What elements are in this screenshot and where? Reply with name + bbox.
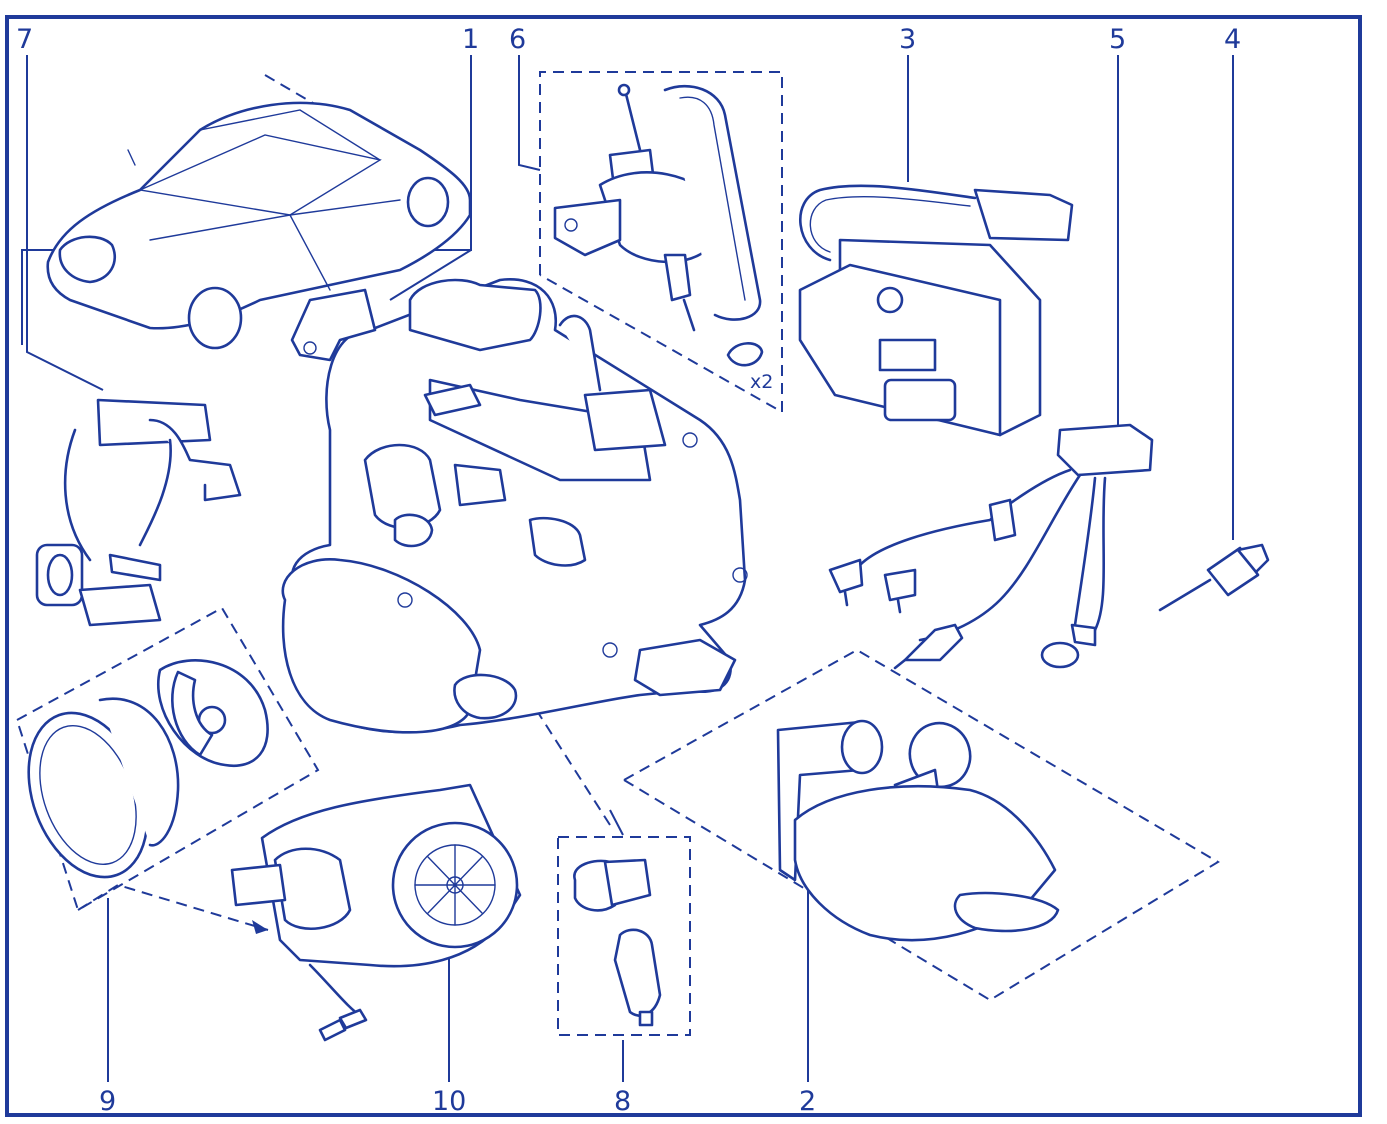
callout-1: 1 (462, 24, 479, 55)
callout-5: 5 (1109, 24, 1126, 55)
part-4-sensor (1158, 543, 1270, 612)
callout-3: 3 (899, 24, 916, 55)
part-8-fittings (573, 858, 662, 1027)
callout-8: 8 (614, 1086, 631, 1117)
callout-6: 6 (509, 24, 526, 55)
callout-labels: 7 1 6 3 5 4 9 10 8 2 (16, 24, 1241, 1117)
part-2-silencer (776, 719, 1060, 942)
callout-9: 9 (99, 1086, 116, 1117)
part-7-harness (35, 398, 242, 627)
callout-10: 10 (432, 1086, 466, 1117)
part-7-vehicle (46, 101, 472, 350)
callout-7: 7 (16, 24, 33, 55)
part-3-control-unit (798, 184, 1074, 437)
part-1-heater-unit (281, 278, 748, 734)
callout-2: 2 (799, 1086, 816, 1117)
part-10-blower (230, 783, 522, 1042)
part-6-fuel-pump: x2 (553, 83, 773, 393)
part-9-seals (27, 659, 269, 879)
diagram-frame (5, 15, 1362, 1117)
callout-4: 4 (1224, 24, 1241, 55)
part-5-wiring-harness (828, 423, 1154, 670)
quantity-note: x2 (750, 371, 773, 393)
